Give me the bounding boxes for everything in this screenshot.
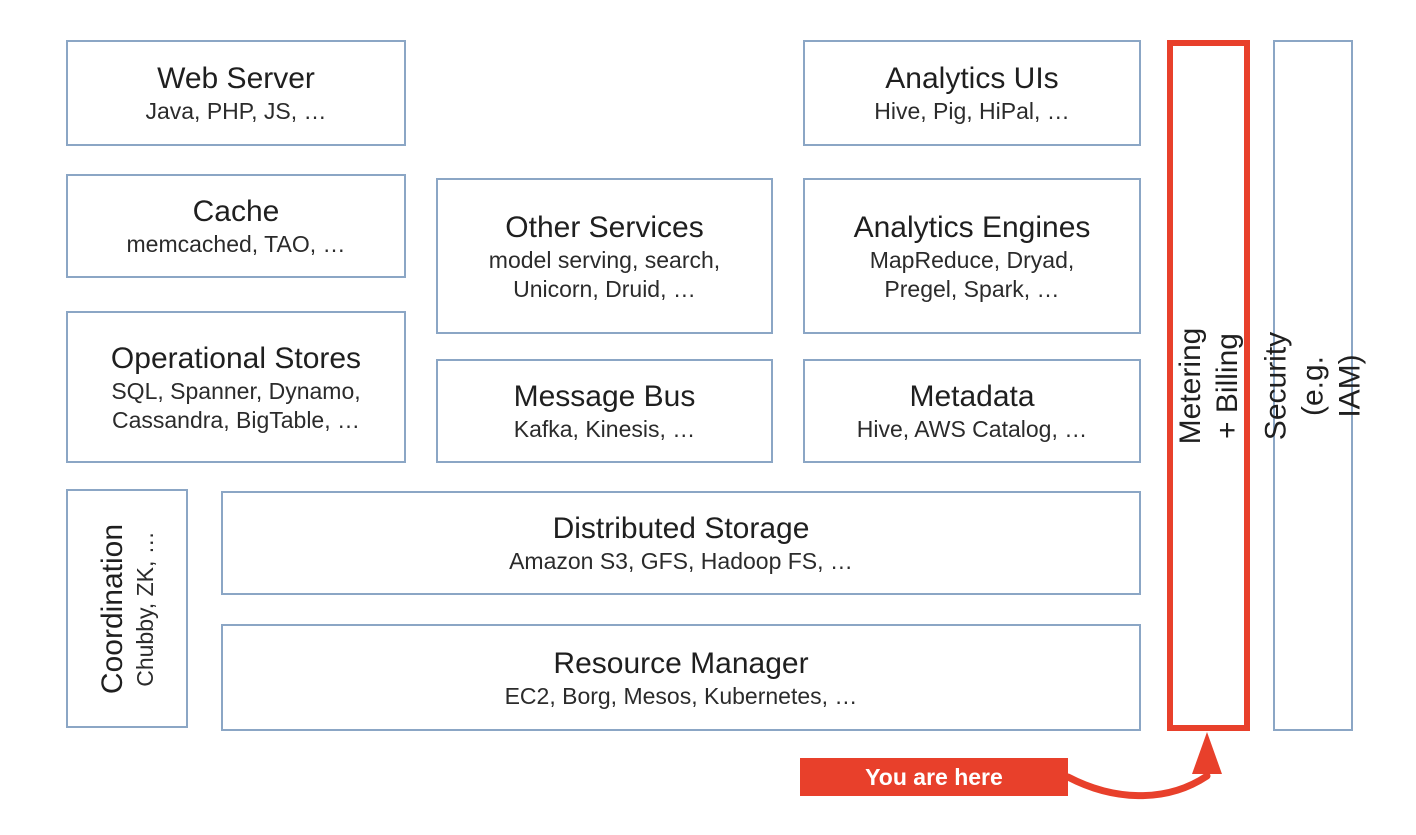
box-title: Coordination — [96, 523, 129, 694]
box-subtitle: MapReduce, Dryad, Pregel, Spark, … — [869, 246, 1075, 302]
rotated-text-block: Coordination Chubby, ZK, … — [94, 523, 160, 693]
box-analytics-uis: Analytics UIs Hive, Pig, HiPal, … — [803, 40, 1141, 146]
box-title: Other Services — [505, 210, 704, 244]
box-subtitle: Hive, Pig, HiPal, … — [874, 98, 1070, 124]
box-subtitle: EC2, Borg, Mesos, Kubernetes, … — [504, 682, 858, 709]
box-cache: Cache memcached, TAO, … — [66, 174, 406, 278]
box-resource-manager: Resource Manager EC2, Borg, Mesos, Kuber… — [221, 624, 1141, 731]
box-subtitle: SQL, Spanner, Dynamo, Cassandra, BigTabl… — [111, 377, 361, 433]
box-web-server: Web Server Java, PHP, JS, … — [66, 40, 406, 146]
box-metadata: Metadata Hive, AWS Catalog, … — [803, 359, 1141, 463]
box-message-bus: Message Bus Kafka, Kinesis, … — [436, 359, 773, 463]
rotated-text-block: Security (e.g. IAM) — [1258, 331, 1369, 439]
box-other-services: Other Services model serving, search, Un… — [436, 178, 773, 334]
box-coordination: Coordination Chubby, ZK, … — [66, 489, 188, 728]
box-analytics-engines: Analytics Engines MapReduce, Dryad, Preg… — [803, 178, 1141, 334]
box-title: Distributed Storage — [552, 512, 810, 545]
box-subtitle: Chubby, ZK, … — [132, 530, 158, 687]
box-subtitle: Java, PHP, JS, … — [145, 98, 327, 124]
bar-security: Security (e.g. IAM) — [1260, 40, 1367, 731]
box-distributed-storage: Distributed Storage Amazon S3, GFS, Hado… — [221, 491, 1141, 595]
bar-metering-billing: Metering + Billing — [1167, 40, 1250, 731]
box-title: Metadata — [909, 380, 1035, 413]
box-subtitle: memcached, TAO, … — [126, 231, 346, 257]
box-subtitle: Kafka, Kinesis, … — [513, 416, 696, 442]
box-subtitle: Hive, AWS Catalog, … — [856, 416, 1088, 442]
box-title: Web Server — [157, 62, 315, 95]
box-title: Analytics UIs — [885, 62, 1059, 95]
you-are-here-text: You are here — [865, 763, 1003, 790]
box-title: Message Bus — [513, 380, 696, 413]
box-title: Cache — [192, 195, 280, 228]
box-title: Resource Manager — [553, 646, 809, 680]
box-title: Operational Stores — [110, 341, 362, 375]
box-subtitle: model serving, search, Unicorn, Druid, … — [488, 246, 721, 302]
box-subtitle: Amazon S3, GFS, Hadoop FS, … — [509, 548, 853, 574]
bar-label: Security (e.g. IAM) — [1259, 331, 1367, 440]
box-operational-stores: Operational Stores SQL, Spanner, Dynamo,… — [66, 311, 406, 463]
rotated-text-block: Metering + Billing — [1172, 327, 1246, 444]
you-are-here-label: You are here — [800, 758, 1068, 796]
bar-label: Metering + Billing — [1173, 327, 1244, 444]
box-title: Analytics Engines — [853, 210, 1091, 244]
curved-arrow-up-icon — [1064, 732, 1222, 800]
